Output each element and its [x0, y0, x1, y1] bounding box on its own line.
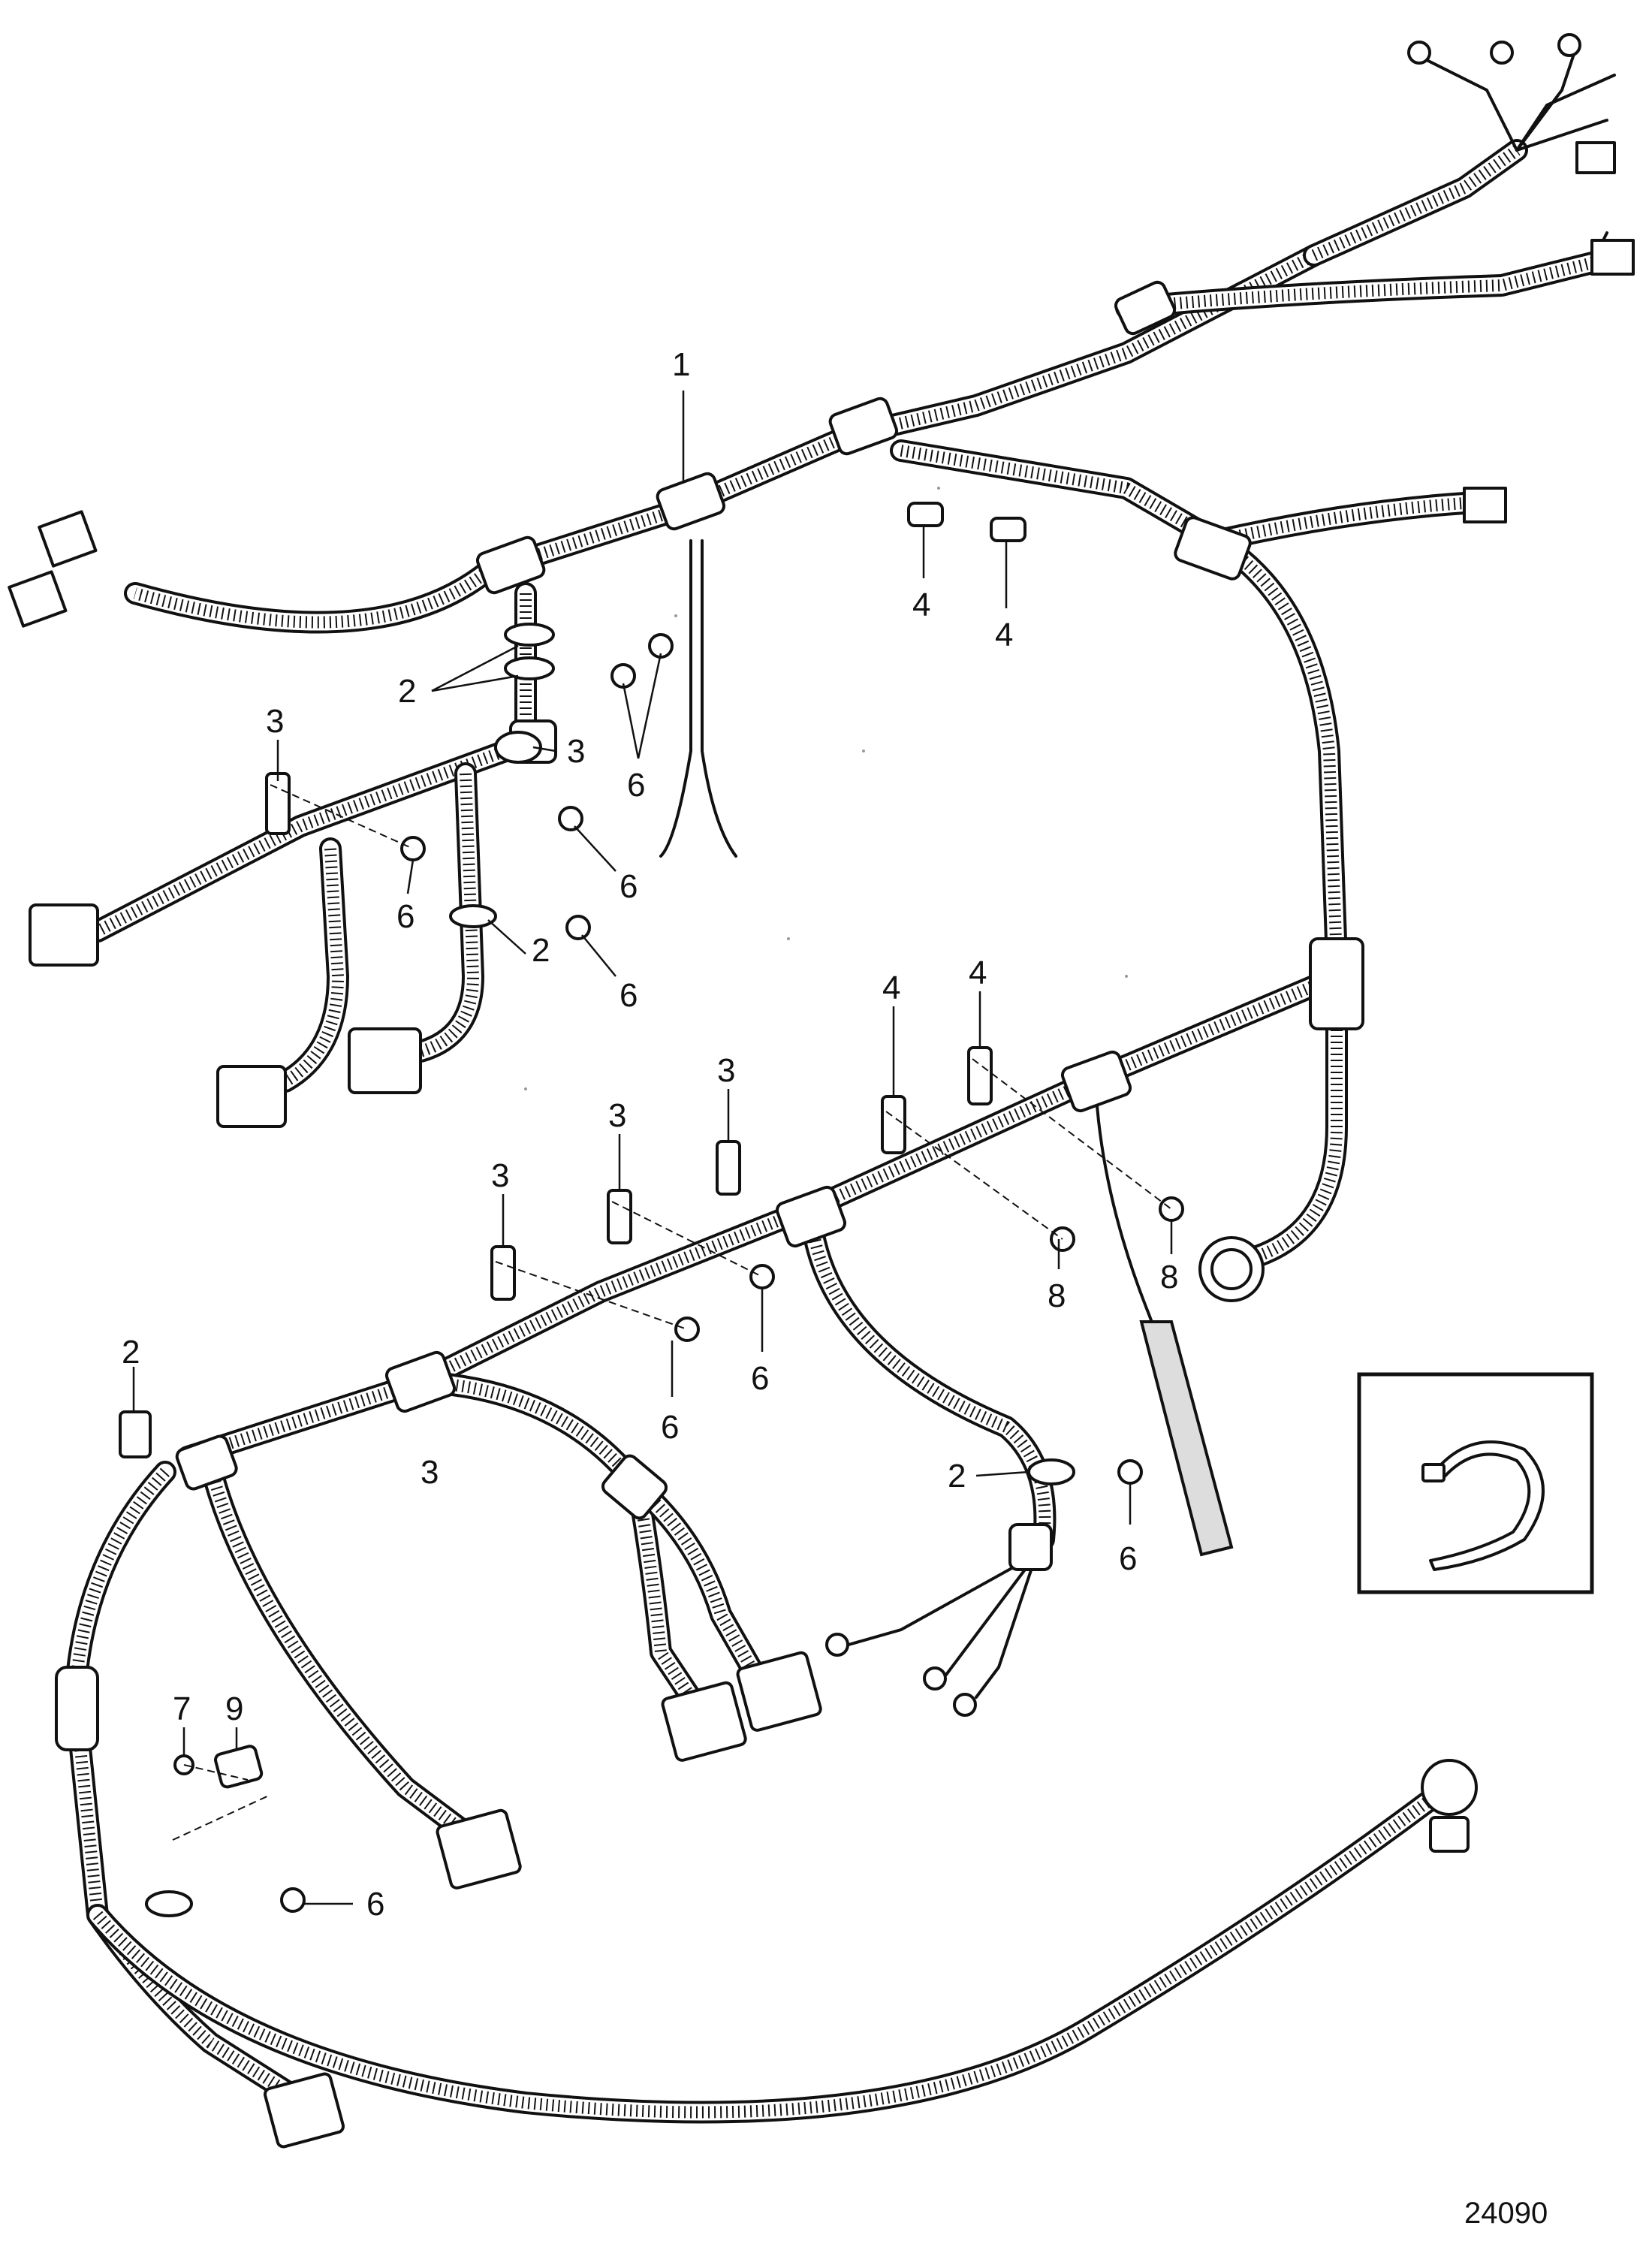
callout-labels: 1 2 2 2 2 3 3 3 3 3 3 4 4 4 4 5 6 6 6 6 …	[122, 346, 1402, 1923]
cable-tie-icon	[1429, 1440, 1545, 1571]
ring-terminal-ground-b	[923, 1666, 947, 1691]
sensor-plug-bottom-right	[1421, 1759, 1478, 1816]
inset-cable-tie	[1357, 1372, 1594, 1594]
connector-middle-a	[216, 1065, 287, 1128]
plate-icon	[214, 1745, 264, 1789]
callout-2: 2	[122, 1334, 140, 1371]
connector-lower-b	[736, 1651, 822, 1732]
callout-4: 4	[995, 617, 1013, 653]
callout-8: 8	[1048, 1277, 1066, 1314]
callout-9: 9	[225, 1691, 243, 1727]
callout-7: 7	[173, 1691, 191, 1727]
ring-terminal-ground-c	[953, 1693, 977, 1717]
callout-8: 8	[1160, 1259, 1178, 1295]
ring-terminal-top-a	[1407, 41, 1431, 65]
harness-cables	[64, 139, 1603, 2124]
callout-3: 3	[266, 703, 284, 740]
long-bottom-cable	[86, 1791, 1438, 2124]
connector-top-right-a	[1575, 141, 1616, 174]
ring-terminal-ground-a	[825, 1633, 849, 1657]
callout-3: 3	[717, 1052, 735, 1089]
connectors	[8, 33, 1635, 2149]
connector-lower-a	[661, 1681, 747, 1762]
callout-2: 2	[948, 1458, 966, 1494]
callout-2: 2	[398, 673, 416, 710]
callout-4: 4	[912, 587, 930, 623]
callout-3: 3	[608, 1097, 626, 1134]
ring-terminal-top-b	[1490, 41, 1514, 65]
callout-3: 3	[567, 733, 585, 770]
bolt-icon	[280, 633, 1184, 1913]
callout-6: 6	[396, 898, 415, 935]
callout-4: 4	[882, 970, 900, 1006]
callout-6: 6	[661, 1409, 679, 1446]
junction-sleeves	[55, 280, 1364, 1751]
connector-middle-left	[29, 903, 99, 967]
connector-top-right-b	[1590, 239, 1635, 276]
callout-3: 3	[421, 1454, 439, 1491]
assembly-lines	[172, 784, 1172, 1841]
connector-middle-b	[348, 1027, 422, 1094]
callout-6: 6	[751, 1360, 769, 1397]
callout-6: 6	[627, 767, 645, 804]
callout-2: 2	[532, 932, 550, 969]
callout-6: 6	[620, 868, 638, 905]
connector-bottom-left	[263, 2072, 345, 2149]
callout-6: 6	[620, 977, 638, 1014]
callout-6: 6	[366, 1886, 384, 1923]
connector-lower-c	[436, 1808, 522, 1890]
connector-upper-left-b	[8, 570, 68, 628]
drawing-reference-number: 24090	[1464, 2197, 1548, 2230]
clamps-and-bolts	[119, 502, 1184, 1917]
callout-3: 3	[491, 1157, 509, 1194]
loose-wires	[659, 44, 1616, 1699]
callout-4: 4	[969, 955, 987, 991]
callout-1: 1	[672, 346, 690, 383]
flat-cable-end	[1139, 1320, 1234, 1557]
connector-upper-left-a	[38, 510, 98, 568]
ring-terminal-top-c	[1557, 33, 1581, 57]
connector-right-far	[1463, 487, 1507, 523]
callout-6: 6	[1119, 1540, 1137, 1577]
background-dots	[524, 487, 1241, 1128]
callout-leaders	[132, 391, 1173, 1905]
